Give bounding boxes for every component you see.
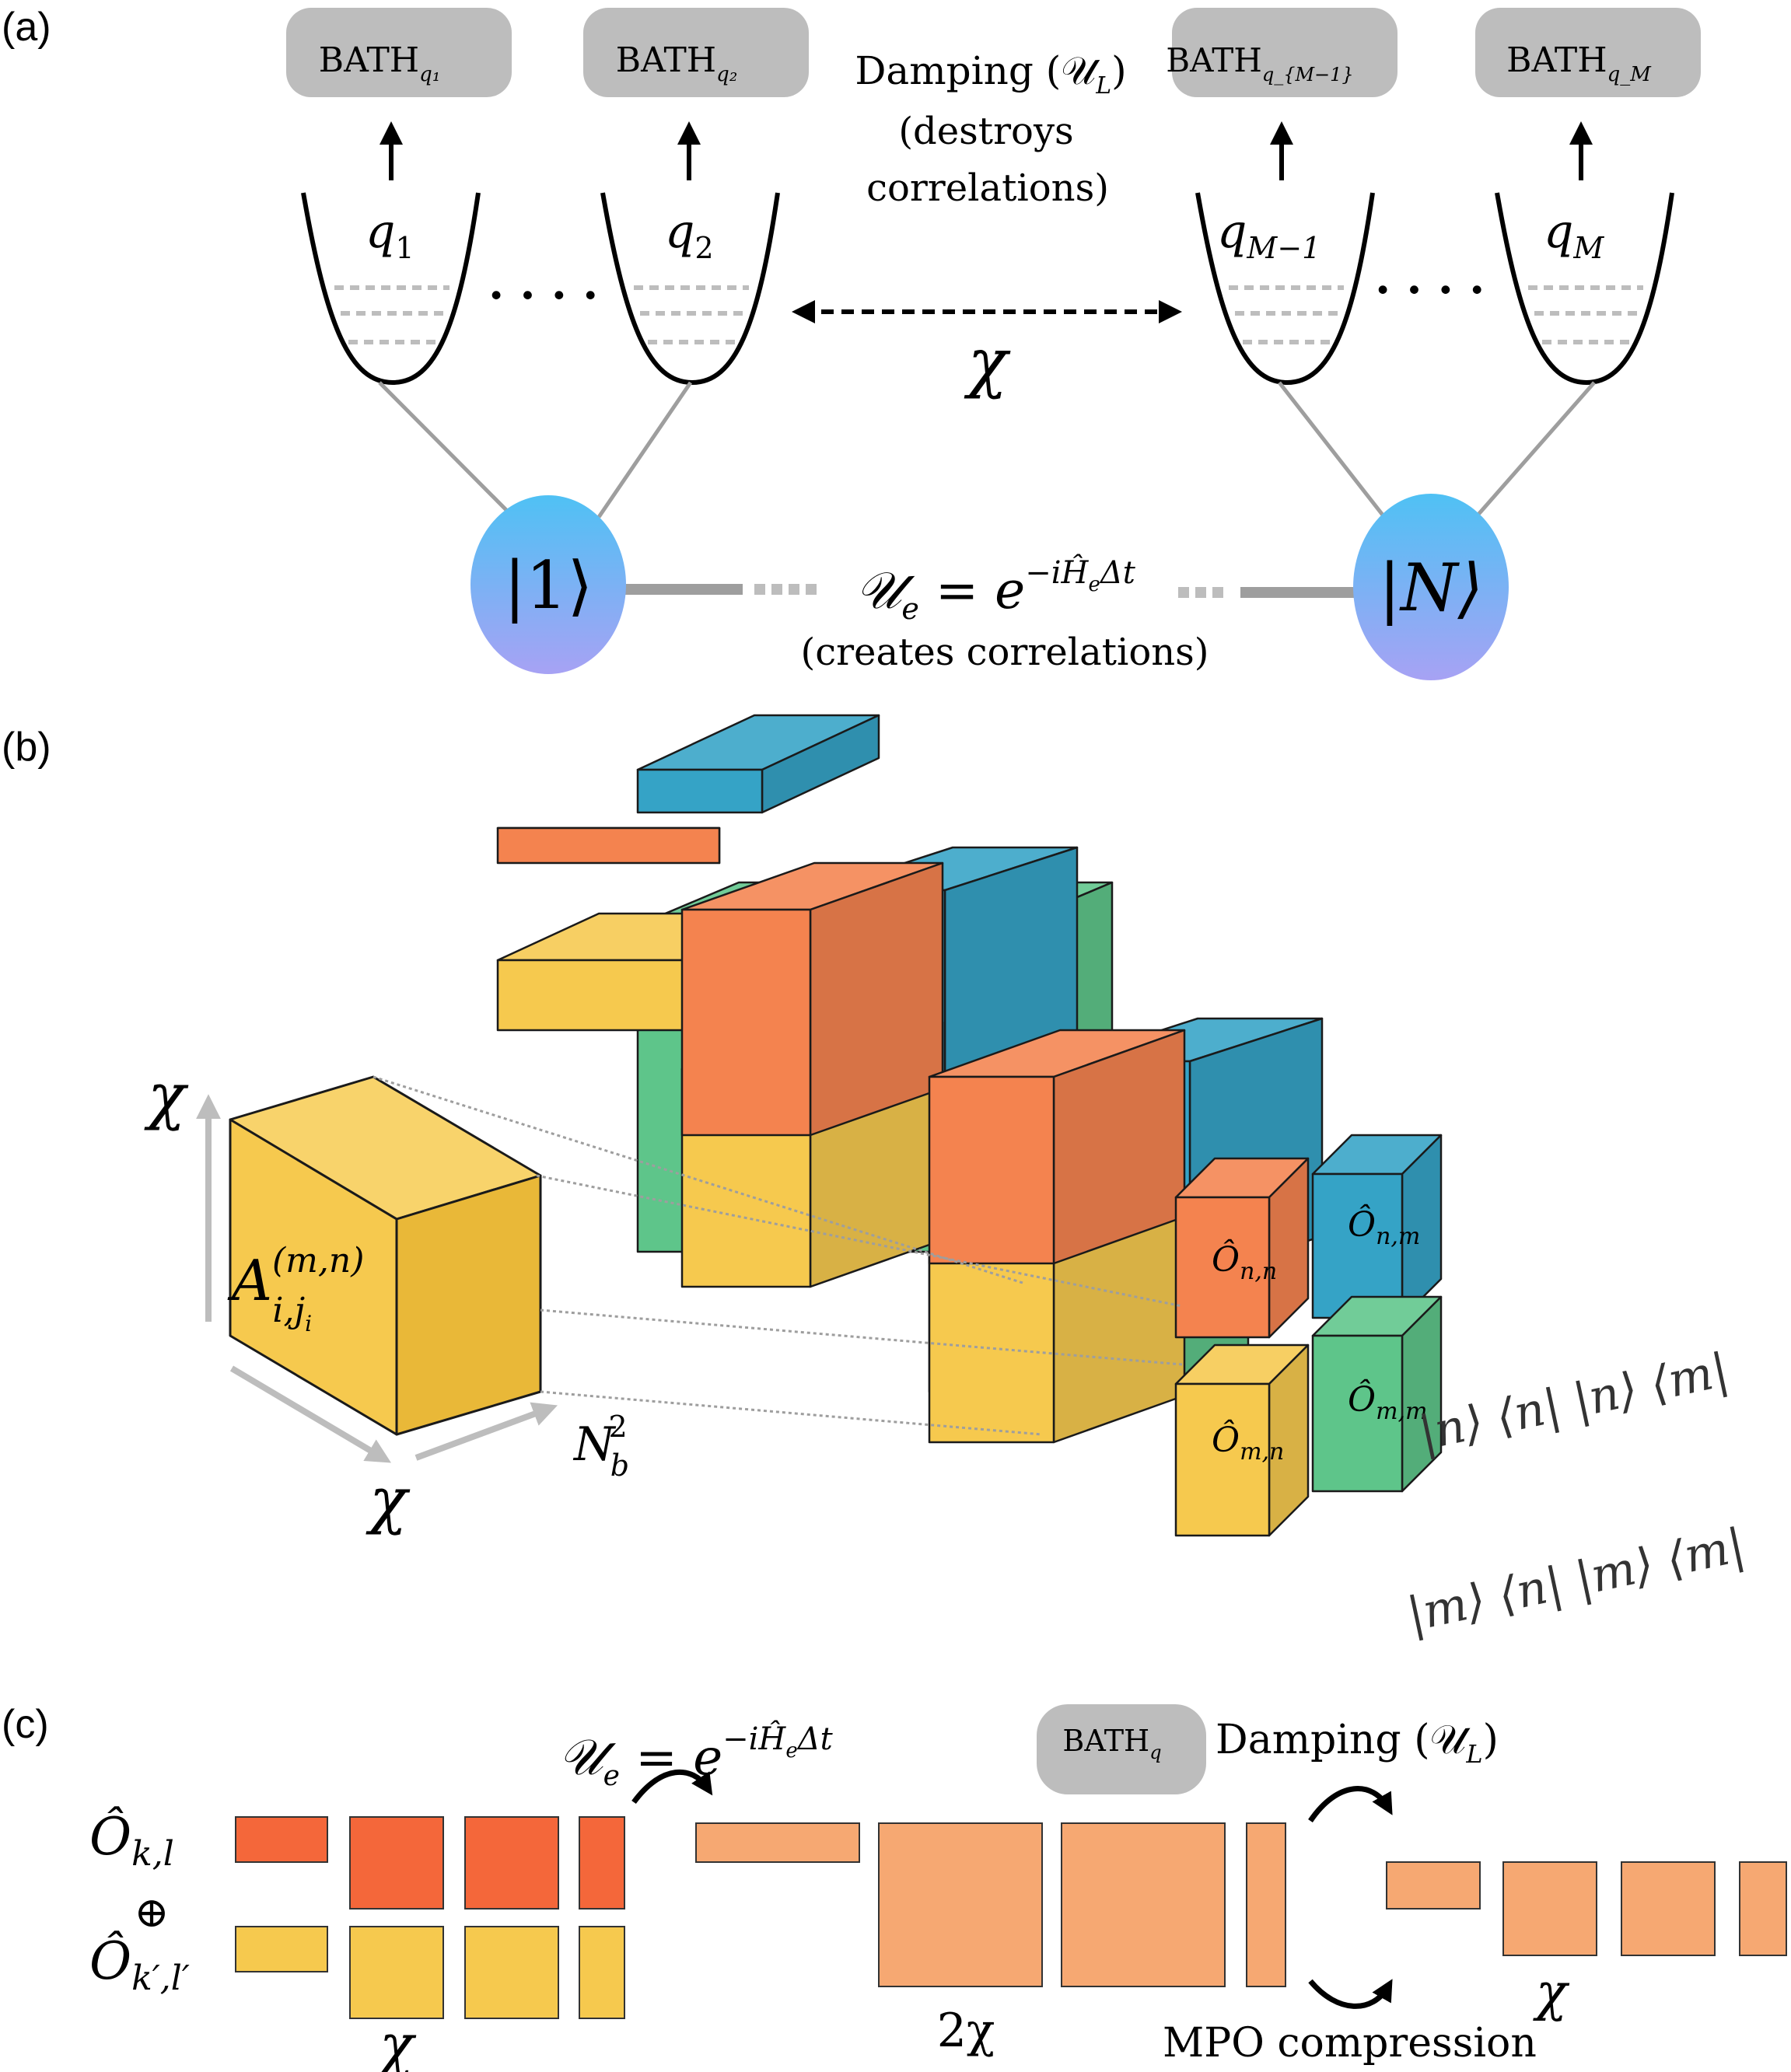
box-orange-1: [680, 861, 944, 1137]
mpo-sum-2: [878, 1822, 1043, 1987]
bath-q1-sub: q₁: [419, 63, 440, 86]
box-op-mn: [1174, 1343, 1310, 1537]
axis-chi-vertical: χ: [144, 1060, 189, 1132]
bath-box-q2: BATHq₂: [583, 8, 809, 97]
svg-text:BATHq_M: BATHq_M: [1506, 40, 1652, 86]
mpo-kl-1: [235, 1816, 328, 1863]
chi-label-left: χ: [376, 2012, 417, 2072]
mpo-sum-1: [695, 1822, 860, 1863]
mpo-comp-3: [1621, 1861, 1716, 1956]
bath-arrows: [380, 121, 1593, 180]
mpo-comp-2: [1502, 1861, 1597, 1956]
mode-qM: qM: [1544, 204, 1604, 265]
bath-box-q1: BATHq₁: [286, 8, 512, 97]
box-op-mm: [1311, 1295, 1443, 1493]
ellipsis-right: · · · ·: [1375, 264, 1485, 316]
two-chi-label: 2χ: [937, 2004, 995, 2058]
mpo-kpl-3: [464, 1926, 559, 2019]
op-nm-label: Ôn,m: [1348, 1204, 1420, 1250]
tensor-blocks: [229, 714, 1443, 1537]
svg-text:BATHq₁: BATHq₁: [319, 40, 441, 86]
site-N: [1353, 494, 1509, 680]
mpo-blocks: [235, 1816, 1787, 2019]
bath-q2-text: BATH: [616, 40, 716, 80]
bath-box-qM-1: BATHq_{M−1}: [1166, 8, 1397, 97]
coupling-lines: [378, 381, 1596, 519]
site-1: [470, 495, 626, 674]
tensor-A-cube: [229, 1075, 542, 1436]
mpo-comp-1: [1386, 1861, 1481, 1910]
process-arrows: [631, 1769, 1393, 2009]
bath-qM-1-sub: q_{M−1}: [1262, 64, 1354, 86]
mode-qM-1: qM−1: [1217, 204, 1321, 265]
slab-blue-top: [636, 714, 880, 814]
svg-text:BATHq₂: BATHq₂: [616, 40, 738, 86]
mpo-compression-label: MPO compression: [1163, 2020, 1537, 2067]
ellipsis-left: · · · ·: [488, 269, 598, 322]
damping-title: Damping (𝒰L): [855, 48, 1126, 100]
mpo-kl-2: [349, 1816, 444, 1910]
panel-a-label: (a): [2, 5, 51, 50]
bath-qM-text: BATH: [1506, 40, 1607, 80]
bath-q-box: [1037, 1704, 1206, 1794]
panel-b-label: (b): [2, 725, 51, 770]
ket-bra-row-1: |n⟩ ⟨n| |n⟩ ⟨m|: [1415, 1343, 1733, 1462]
harmonic-potentials: [301, 192, 1674, 386]
op-mm-label: Ôm,m: [1348, 1378, 1428, 1425]
mpo-sum-3: [1061, 1822, 1226, 1987]
bath-qM-sub: q_M: [1607, 63, 1653, 86]
chi-label-right: χ: [1533, 1962, 1570, 2022]
bath-q2-sub: q₂: [716, 63, 737, 86]
bath-box-qM: BATHq_M: [1475, 8, 1701, 97]
panel-a: (a) BATHq₁ BATHq₂ BATHq_{M−1} BATHq_M Da…: [2, 5, 1701, 680]
mode-q2: q2: [665, 204, 714, 265]
bath-q1-text: BATH: [319, 40, 419, 80]
bath-qM-1-text: BATH: [1166, 41, 1262, 79]
mpo-kpl-2: [349, 1926, 444, 2019]
mpo-kpl-1: [235, 1926, 328, 1972]
op-kl-label: Ôk,l: [89, 1806, 174, 1874]
oplus-symbol: ⊕: [134, 1888, 169, 1937]
op-mn-label: Ôm,n: [1212, 1419, 1284, 1466]
mpo-kl-4: [579, 1816, 625, 1910]
mode-q1: q1: [366, 204, 415, 265]
panel-c: (c) Ôk,l ⊕ Ôk′,l′: [2, 1702, 1787, 2072]
unitary-e-label: 𝒰e = e−iĤeΔt: [855, 554, 1136, 626]
tensor-axes: [196, 1094, 558, 1463]
ket-bra-row-2: |m⟩ ⟨n| |m⟩ ⟨m|: [1403, 1518, 1750, 1643]
box-op-nn: [1174, 1157, 1310, 1339]
creates-correlations: (creates correlations): [800, 631, 1209, 674]
damping-c-label: Damping (𝒰L): [1216, 1717, 1499, 1769]
box-orange-2: [928, 1029, 1186, 1265]
mpo-sum-4: [1246, 1822, 1286, 1987]
box-op-nm: [1311, 1134, 1443, 1319]
unitary-c-label: 𝒰e = e−iĤeΔt: [558, 1721, 834, 1792]
mpo-kpl-4: [579, 1926, 625, 2019]
damping-correlations: correlations): [866, 166, 1109, 210]
op-kpl-label: Ôk′,l′: [89, 1930, 190, 1998]
axis-chi-horizontal: χ: [366, 1464, 411, 1536]
site-1-label: |1⟩: [504, 547, 593, 624]
site-N-label: |N⟩: [1379, 550, 1484, 626]
projection-lines: [373, 1075, 1183, 1436]
tensor-A-label: A(m,n)i,ji: [227, 1241, 364, 1336]
chi-bond-label: χ: [964, 324, 1012, 400]
mpo-comp-4: [1739, 1861, 1787, 1956]
panel-c-label: (c): [2, 1702, 49, 1747]
svg-text:BATHq_{M−1}: BATHq_{M−1}: [1166, 41, 1353, 86]
slab-orange-top: [496, 826, 721, 865]
energy-levels: [334, 285, 1643, 344]
damping-destroys: (destroys: [898, 110, 1073, 153]
mpo-kl-3: [464, 1816, 559, 1910]
site-chain: [622, 584, 1357, 598]
bath-q-label: BATHq: [1062, 1724, 1161, 1763]
op-nn-label: Ôn,n: [1212, 1239, 1277, 1285]
